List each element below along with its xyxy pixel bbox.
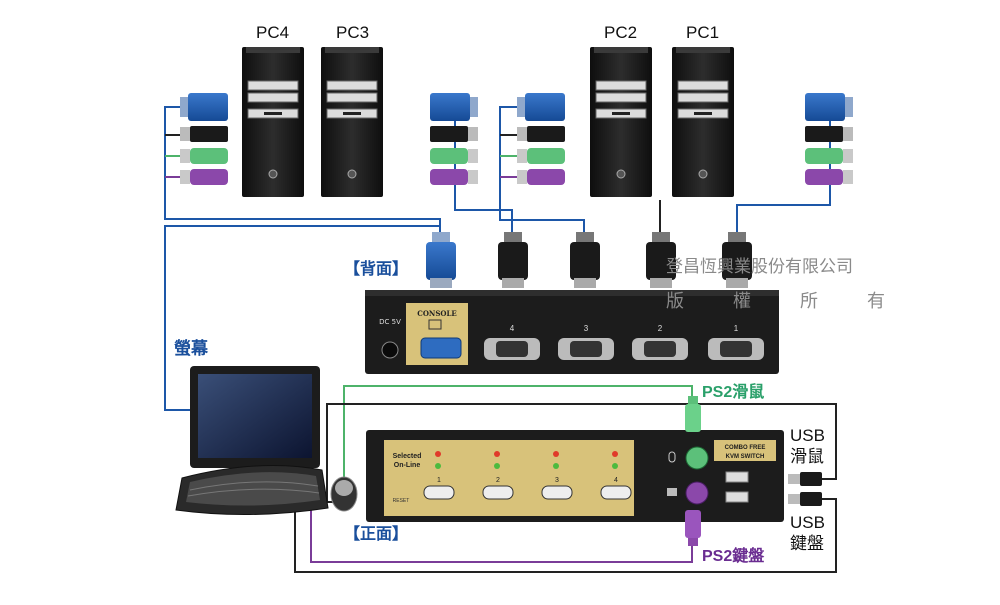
pc4-label: PC4 bbox=[256, 23, 290, 42]
usb-keyboard-caption-line1: USB bbox=[790, 513, 825, 532]
selected-label: Selected bbox=[393, 453, 422, 460]
monitor-cable bbox=[164, 225, 441, 411]
ps2-mouse-caption: PS2滑鼠 bbox=[702, 384, 765, 401]
mouse-port-icon bbox=[668, 451, 676, 463]
reset-label: RESET bbox=[393, 498, 410, 504]
ps2-mouse-port bbox=[685, 446, 709, 470]
watermark-rights-2: 權 bbox=[733, 291, 751, 311]
button-number-3: 3 bbox=[555, 477, 559, 484]
port-number-1: 1 bbox=[734, 324, 739, 333]
kvm-plug-2 bbox=[646, 232, 676, 288]
monitor bbox=[190, 366, 320, 486]
usb-keyboard-caption-line2: 鍵盤 bbox=[790, 534, 824, 553]
watermark-company: 登昌恆興業股份有限公司 bbox=[666, 257, 853, 276]
pc1-label: PC1 bbox=[686, 23, 720, 42]
monitor-caption: 螢幕 bbox=[174, 339, 208, 358]
watermark-rights-4: 有 bbox=[867, 291, 885, 311]
brand-line-2: KVM SWITCH bbox=[726, 454, 765, 460]
kvm-front-panel: Selected On-Line RESET 1 2 3 4 COMBO FRE… bbox=[366, 430, 784, 522]
usb-keyboard-cable bbox=[294, 498, 837, 573]
ps2-mouse-cable bbox=[343, 385, 693, 480]
pc2-tower bbox=[590, 47, 652, 197]
select-button-3[interactable] bbox=[541, 485, 573, 500]
console-vga-port bbox=[420, 337, 462, 359]
watermark-rights-3: 所 bbox=[800, 291, 818, 311]
dc-power-jack bbox=[381, 341, 399, 359]
brand-line-1: COMBO FREE bbox=[725, 445, 766, 451]
mouse bbox=[330, 476, 358, 512]
console-label: CONSOLE bbox=[417, 309, 456, 318]
front-panel-caption: 【正面】 bbox=[344, 526, 409, 543]
usb-port-2 bbox=[725, 491, 749, 503]
ps2-mouse-plug bbox=[685, 396, 701, 432]
led-red-3 bbox=[553, 451, 559, 457]
button-number-1: 1 bbox=[437, 477, 441, 484]
pc2-cable-bundle bbox=[499, 106, 585, 237]
vga-port-3 bbox=[558, 338, 614, 360]
usb-keyboard-plug bbox=[788, 492, 822, 506]
console-vga-plug bbox=[426, 232, 456, 288]
back-panel-caption: 【背面】 bbox=[344, 261, 409, 278]
usb-mouse-caption-line2: 滑鼠 bbox=[790, 447, 824, 466]
vga-port-1 bbox=[708, 338, 764, 360]
vga-port-4 bbox=[484, 338, 540, 360]
pc2-connectors bbox=[517, 93, 565, 185]
ps2-keyboard-port bbox=[685, 481, 709, 505]
usb-mouse-plug bbox=[788, 472, 822, 486]
vga-port-2 bbox=[632, 338, 688, 360]
pc3-label: PC3 bbox=[336, 23, 370, 42]
usb-port-1 bbox=[725, 471, 749, 483]
port-number-3: 3 bbox=[584, 324, 589, 333]
led-red-1 bbox=[435, 451, 441, 457]
led-green-4 bbox=[612, 463, 618, 469]
port-number-4: 4 bbox=[510, 324, 515, 333]
pc2-label: PC2 bbox=[604, 23, 638, 42]
keyboard-port-icon bbox=[667, 488, 677, 496]
pc3-tower bbox=[321, 47, 383, 197]
kvm-plug-1 bbox=[722, 232, 752, 288]
kvm-plug-3 bbox=[570, 232, 600, 288]
led-green-1 bbox=[435, 463, 441, 469]
led-red-2 bbox=[494, 451, 500, 457]
port-number-2: 2 bbox=[658, 324, 663, 333]
pc3-connectors bbox=[430, 93, 478, 185]
keyboard bbox=[175, 465, 329, 516]
kvm-back-panel: DC 5V CONSOLE 4 3 2 1 bbox=[365, 290, 779, 374]
select-button-1[interactable] bbox=[423, 485, 455, 500]
led-green-2 bbox=[494, 463, 500, 469]
button-number-2: 2 bbox=[496, 477, 500, 484]
pc4-connectors bbox=[180, 93, 228, 185]
led-green-3 bbox=[553, 463, 559, 469]
watermark-rights-1: 版 bbox=[666, 291, 684, 311]
power-label: DC 5V bbox=[379, 318, 401, 326]
front-gold-plate bbox=[384, 440, 634, 516]
usb-mouse-cable bbox=[326, 403, 837, 503]
pc1-connectors bbox=[805, 93, 853, 185]
select-button-4[interactable] bbox=[600, 485, 632, 500]
button-number-4: 4 bbox=[614, 477, 618, 484]
select-button-2[interactable] bbox=[482, 485, 514, 500]
pc4-tower bbox=[242, 47, 304, 197]
ps2-keyboard-cable bbox=[310, 505, 693, 563]
led-red-4 bbox=[612, 451, 618, 457]
pc1-tower bbox=[672, 47, 734, 197]
online-label: On-Line bbox=[394, 462, 421, 469]
ps2-keyboard-caption: PS2鍵盤 bbox=[702, 548, 765, 565]
ps2-keyboard-plug bbox=[685, 510, 701, 546]
brand-badge bbox=[714, 440, 776, 461]
usb-mouse-caption-line1: USB bbox=[790, 426, 825, 445]
kvm-plug-4 bbox=[498, 232, 528, 288]
